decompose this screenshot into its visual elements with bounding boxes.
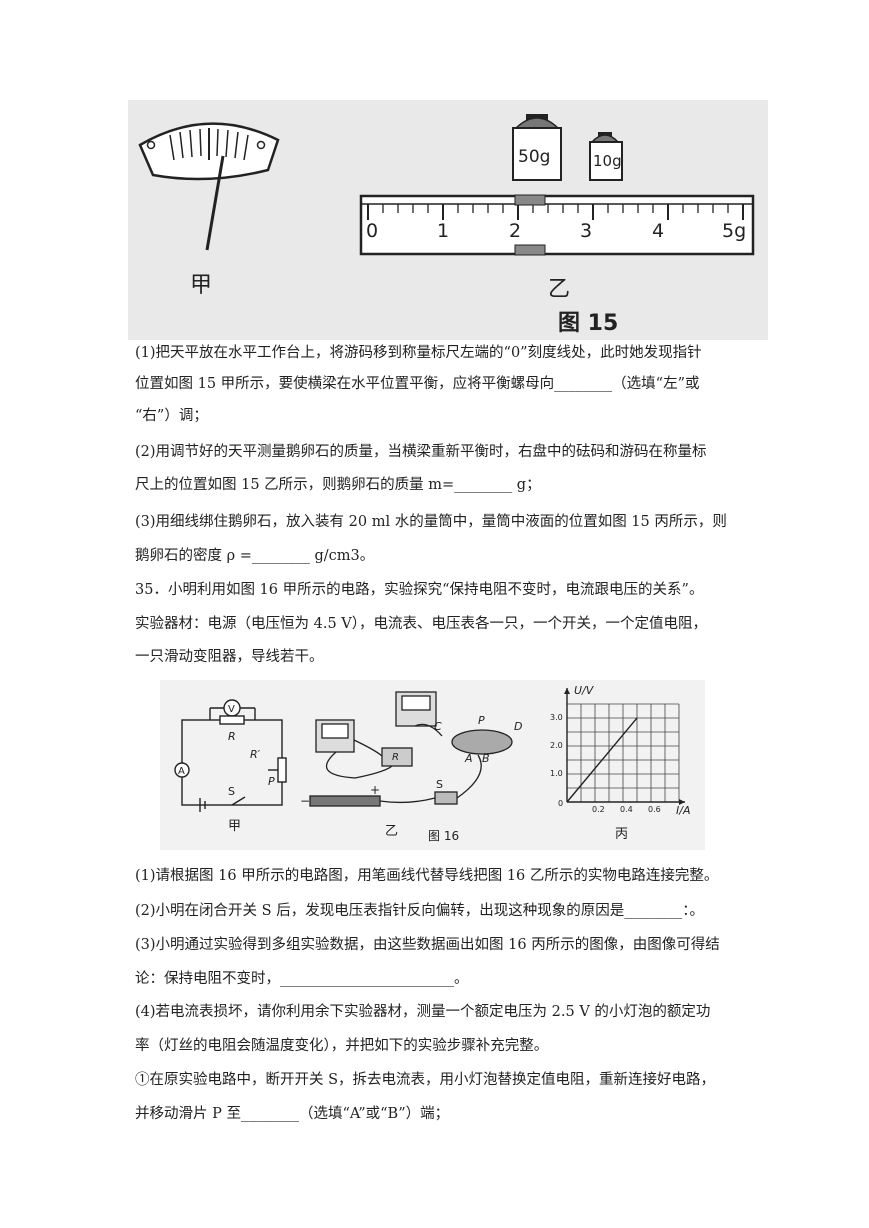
paragraph-6: (3)用细线绑住鹅卵石，放入装有 20 ml 水的量筒中，量筒中液面的位置如图 … (135, 514, 727, 530)
weight-10g-label: 10g (593, 152, 622, 170)
figure-15-label-yi: 乙 (548, 277, 570, 302)
paragraph-9: 实验器材：电源（电压恒为 4.5 V），电流表、电压表各一只，一个开关，一个定值… (135, 616, 707, 632)
real-label-c: C (434, 720, 442, 733)
circuit-label-p: P (268, 775, 275, 788)
question-35-part-2: (2)小明在闭合开关 S 后，发现电压表指针反向偏转，出现这种现象的原因是___… (135, 903, 704, 919)
scale-tick-4: 4 (652, 220, 664, 242)
real-label-plus: + (370, 783, 380, 797)
question-35-part-3: (3)小明通过实验得到多组实验数据，由这些数据画出如图 16 丙所示的图像，由图… (135, 937, 720, 953)
paragraph-10: 一只滑动变阻器，导线若干。 (135, 649, 324, 665)
graph-y-label: U/V (574, 684, 595, 697)
scale-tick-5: 5g (722, 220, 746, 242)
graph-x-label: I/A (676, 804, 690, 817)
scale-tick-1: 1 (437, 220, 449, 242)
circuit-label-r: R (228, 730, 236, 743)
real-label-b: B (482, 752, 490, 765)
graph-y-tick-0: 0 (558, 799, 563, 808)
figure-16-caption: 图 16 (428, 829, 459, 843)
u-i-graph (564, 688, 685, 805)
weight-10g: 10g (589, 132, 623, 181)
paragraph-4: (2)用调节好的天平测量鹅卵石的质量，当横梁重新平衡时，右盘中的砝码和游码在称量… (135, 444, 707, 460)
real-label-d: D (514, 720, 522, 733)
question-35-part-4-cont: 率（灯丝的电阻会随温度变化），并把如下的实验步骤补充完整。 (135, 1038, 549, 1054)
scale-tick-0: 0 (366, 220, 378, 242)
figure-16-label-bing: 丙 (615, 827, 628, 842)
scale-tick-2: 2 (509, 220, 521, 242)
graph-y-tick-1: 1.0 (550, 769, 563, 778)
graph-x-tick-2: 0.6 (648, 805, 661, 814)
paragraph-3: “右”）调； (135, 408, 208, 424)
figure-16-drawing: V R A R′ P S 甲 C P D A B R S − + 乙 图 16 … (174, 684, 690, 843)
figure-16-label-jia: 甲 (228, 819, 241, 834)
graph-x-tick-1: 0.4 (620, 805, 633, 814)
question-35-part-1: (1)请根据图 16 甲所示的电路图，用笔画线代替导线把图 16 乙所示的实物电… (135, 868, 719, 884)
real-circuit (309, 691, 513, 807)
question-35-step-1: ①在原实验电路中，断开开关 S，拆去电流表，用小灯泡替换定值电阻，重新连接好电路… (135, 1072, 716, 1088)
question-35-part-4: (4)若电流表损坏，请你利用余下实验器材，测量一个额定电压为 2.5 V 的小灯… (135, 1004, 711, 1020)
weight-50g: 50g (512, 114, 562, 181)
weight-50g-label: 50g (518, 147, 550, 167)
paragraph-1: (1)把天平放在水平工作台上，将游码移到称量标尺左端的“0”刻度线处，此时她发现… (135, 345, 702, 361)
circuit-diagram (174, 699, 287, 812)
graph-y-tick-2: 2.0 (550, 741, 563, 750)
balance-dial (138, 122, 280, 251)
circuit-label-rp: R′ (250, 748, 261, 761)
real-label-p: P (478, 714, 485, 727)
paragraph-2: 位置如图 15 甲所示，要使横梁在水平位置平衡，应将平衡螺母向________（… (135, 376, 700, 392)
graph-x-tick-0: 0.2 (592, 805, 605, 814)
paragraph-5: 尺上的位置如图 15 乙所示，则鹅卵石的质量 m=________ g； (135, 477, 541, 493)
figure-16-label-yi: 乙 (385, 824, 398, 839)
real-label-s: S (436, 778, 443, 791)
scale-ruler: 0 1 2 3 4 5g (359, 194, 755, 256)
figure-15-caption: 图 15 (558, 311, 618, 336)
question-35-part-3-cont: 论：保持电阻不变时，________________________。 (135, 971, 469, 987)
circuit-label-s: S (228, 785, 235, 798)
real-label-r: R (392, 752, 399, 763)
graph-y-tick-3: 3.0 (550, 713, 563, 722)
paragraph-7: 鹅卵石的密度 ρ =________ g/cm3。 (135, 548, 375, 564)
question-35-step-1-cont: 并移动滑片 P 至________（选填“A”或“B”）端； (135, 1106, 450, 1122)
circuit-label-a: A (178, 766, 185, 777)
circuit-label-v: V (228, 704, 235, 715)
scale-tick-3: 3 (580, 220, 592, 242)
figure-15-drawing: 甲 50g 10g 0 1 2 3 4 5g 乙 图 15 (138, 114, 755, 336)
figure-15-label-jia: 甲 (190, 273, 212, 298)
real-label-minus: − (300, 794, 310, 808)
real-label-a: A (464, 752, 473, 765)
paragraph-8: 35．小明利用如图 16 甲所示的电路，实验探究“保持电阻不变时，电流跟电压的关… (135, 582, 704, 598)
